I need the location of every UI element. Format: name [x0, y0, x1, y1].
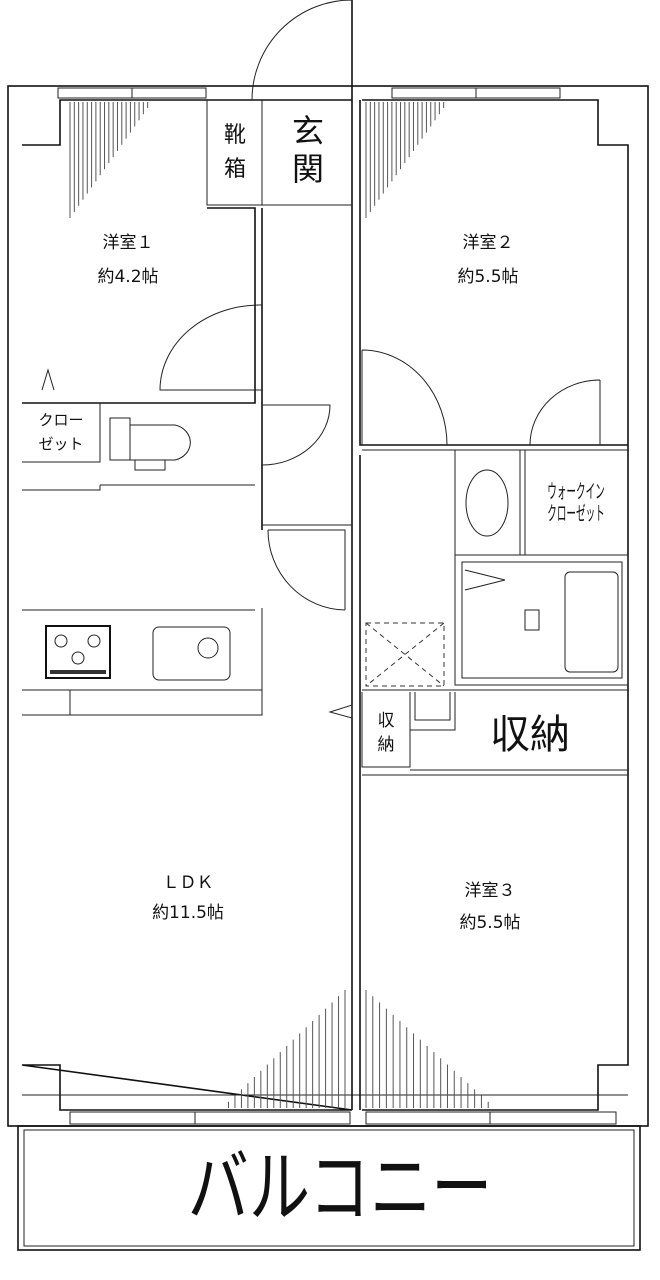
entrance-label-1: 玄 — [292, 112, 324, 150]
washer-pan — [365, 622, 445, 687]
balcony-label: バルコニー — [188, 1141, 493, 1234]
room-size-western3: 約5.5帖 — [459, 913, 520, 933]
closet-label-1: クロー — [38, 411, 83, 429]
room-labels: 洋室１ 約4.2帖 洋室２ 約5.5帖 ＬＤＫ 約11.5帖 洋室３ 約5.5帖… — [38, 112, 604, 933]
room-name-western1: 洋室１ — [103, 233, 154, 253]
room-size-western2: 約5.5帖 — [457, 267, 518, 287]
entrance-label-2: 関 — [292, 150, 324, 188]
sink-icon — [152, 626, 231, 681]
shoe-box-label-2: 箱 — [224, 157, 246, 182]
toilet-icon — [109, 417, 191, 471]
storage-small-label-1: 収 — [378, 711, 395, 731]
bathroom — [365, 469, 629, 687]
room-name-ldk: ＬＤＫ — [163, 873, 214, 893]
storage-small-label-2: 納 — [378, 735, 395, 755]
storage-large-label: 収納 — [490, 712, 570, 758]
bathtub-icon — [564, 571, 619, 673]
shoe-box-label-1: 靴 — [224, 123, 246, 148]
walk-in-closet-label-2: クローゼット — [547, 502, 605, 525]
kitchen — [22, 625, 262, 715]
room-size-ldk: 約11.5帖 — [152, 903, 224, 923]
closet-label-2: ゼット — [38, 435, 83, 453]
doors — [41, 304, 601, 719]
room-size-western1: 約4.2帖 — [97, 267, 158, 287]
window-hatching — [69, 102, 489, 1108]
walk-in-closet-label-1: ウォークイン — [547, 480, 605, 503]
windows — [57, 87, 617, 1125]
washbasin-icon — [465, 469, 509, 537]
entrance-door — [251, 0, 353, 101]
room-name-western3: 洋室３ — [465, 881, 516, 901]
balcony: バルコニー — [17, 1125, 641, 1251]
room-name-western2: 洋室２ — [463, 233, 514, 253]
